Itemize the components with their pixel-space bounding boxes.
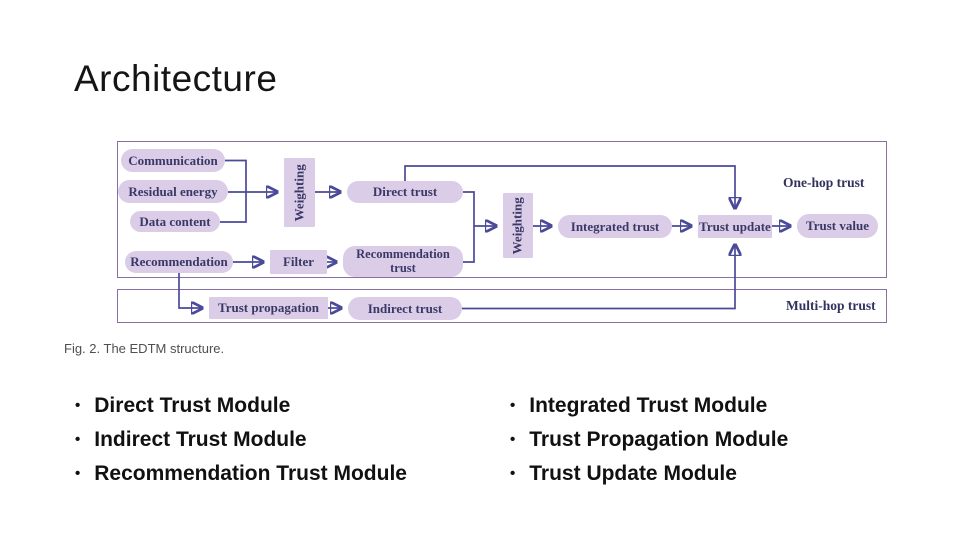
bullet-icon: • — [510, 465, 516, 482]
diagram-node-trust-propagation: Trust propagation — [209, 297, 328, 319]
diagram-node-residual-energy: Residual energy — [118, 180, 228, 203]
bullet-icon: • — [510, 431, 516, 448]
diagram-node-filter: Filter — [270, 250, 327, 274]
diagram-node-communication: Communication — [121, 149, 225, 172]
diagram-onehop-frame — [117, 141, 887, 278]
diagram-node-data-content: Data content — [130, 211, 220, 232]
diagram-node-integrated-trust: Integrated trust — [558, 215, 672, 238]
diagram-node-weighting-2: Weighting — [503, 193, 533, 258]
multi-hop-trust-label: Multi-hop trust — [786, 298, 876, 313]
bullet-icon: • — [75, 397, 81, 414]
bullet-item: • Recommendation Trust Module — [75, 462, 495, 496]
bullet-icon: • — [75, 431, 81, 448]
bullet-text: Integrated Trust Module — [529, 394, 768, 417]
diagram-node-trust-value: Trust value — [797, 214, 878, 238]
diagram-node-trust-update: Trust update — [698, 215, 772, 238]
bullet-item: • Integrated Trust Module — [510, 394, 930, 428]
bullet-item: • Indirect Trust Module — [75, 428, 495, 462]
bullet-icon: • — [75, 465, 81, 482]
weighting-1-label: Weighting — [291, 163, 307, 222]
bullet-item: • Trust Propagation Module — [510, 428, 930, 462]
diagram-node-direct-trust: Direct trust — [347, 181, 463, 203]
bullet-text: Trust Propagation Module — [529, 428, 789, 451]
bullet-list-right: • Integrated Trust Module • Trust Propag… — [510, 394, 930, 496]
one-hop-trust-label: One-hop trust — [783, 175, 865, 190]
bullet-text: Recommendation Trust Module — [94, 462, 407, 485]
diagram-node-recommendation-trust: Recommendation trust — [343, 246, 463, 277]
page-title: Architecture — [74, 58, 278, 99]
diagram-node-indirect-trust: Indirect trust — [348, 297, 462, 320]
weighting-2-label: Weighting — [510, 196, 526, 255]
bullet-text: Indirect Trust Module — [94, 428, 307, 451]
bullet-text: Direct Trust Module — [94, 394, 291, 417]
diagram-node-weighting-1: Weighting — [284, 158, 315, 227]
bullet-text: Trust Update Module — [529, 462, 737, 485]
figure-caption: Fig. 2. The EDTM structure. — [64, 341, 225, 356]
bullet-list-left: • Direct Trust Module • Indirect Trust M… — [75, 394, 495, 496]
bullet-item: • Trust Update Module — [510, 462, 930, 496]
diagram-node-recommendation: Recommendation — [125, 251, 233, 273]
bullet-item: • Direct Trust Module — [75, 394, 495, 428]
bullet-icon: • — [510, 397, 516, 414]
